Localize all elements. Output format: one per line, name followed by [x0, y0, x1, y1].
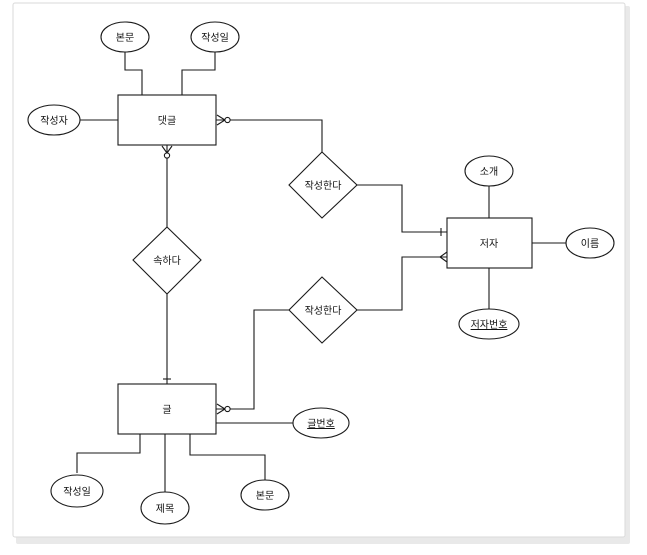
attribute-author-name-label: 이름 [581, 238, 599, 250]
crowfoot-comment-right [216, 114, 231, 126]
attribute-comment-date[interactable]: 작성일 [190, 21, 240, 53]
connector-writes-author-top [357, 184, 447, 233]
entity-comment-label: 댓글 [158, 115, 176, 127]
attribute-comment-body-label: 본문 [116, 32, 134, 44]
attribute-author-intro-label: 소개 [480, 166, 498, 178]
attribute-author-id-label: 저자번호 [471, 319, 508, 331]
attribute-author-intro[interactable]: 소개 [464, 155, 514, 187]
crowfoot-comment-bottom [161, 145, 173, 159]
connector-comment-body [124, 52, 143, 95]
connector-post-date [76, 434, 141, 473]
attribute-post-number[interactable]: 글번호 [292, 407, 350, 439]
entity-post-label: 글 [162, 404, 171, 416]
relationship-writes-post-label: 작성한다 [305, 305, 342, 317]
connector-post-body [189, 434, 266, 480]
relationship-writes-comment[interactable]: 작성한다 [288, 151, 358, 219]
crowfoot-post-right [216, 403, 231, 415]
attribute-post-body[interactable]: 본문 [240, 479, 290, 511]
attribute-comment-body[interactable]: 본문 [100, 21, 150, 53]
attribute-comment-writer-label: 작성자 [40, 115, 68, 127]
entity-post[interactable]: 글 [117, 383, 217, 435]
attribute-comment-writer[interactable]: 작성자 [27, 104, 81, 136]
entity-comment[interactable]: 댓글 [117, 94, 217, 146]
attribute-post-title[interactable]: 제목 [140, 491, 190, 525]
connector-comment-writes [216, 119, 323, 153]
attribute-author-id[interactable]: 저자번호 [458, 308, 520, 340]
attribute-comment-date-label: 작성일 [201, 32, 229, 44]
attribute-post-date-label: 작성일 [63, 486, 91, 498]
crowfoot-author-bottom [439, 251, 448, 263]
connector-post-writes [216, 309, 289, 410]
relationship-belongs-to-label: 속하다 [153, 254, 181, 267]
attribute-post-title-label: 제목 [156, 503, 174, 515]
entity-author[interactable]: 저자 [446, 217, 533, 269]
attribute-author-name[interactable]: 이름 [565, 227, 615, 259]
relationship-writes-post[interactable]: 작성한다 [288, 276, 358, 344]
entity-author-label: 저자 [480, 238, 498, 250]
relationship-writes-comment-label: 작성한다 [305, 180, 342, 192]
attribute-post-body-label: 본문 [256, 490, 274, 502]
connector-comment-date [181, 52, 216, 95]
attribute-post-number-label: 글번호 [307, 418, 335, 430]
relationship-belongs-to[interactable]: 속하다 [132, 226, 202, 295]
page-card [12, 2, 626, 538]
connector-writes-author-bottom [357, 256, 447, 311]
attribute-post-date[interactable]: 작성일 [50, 474, 104, 508]
